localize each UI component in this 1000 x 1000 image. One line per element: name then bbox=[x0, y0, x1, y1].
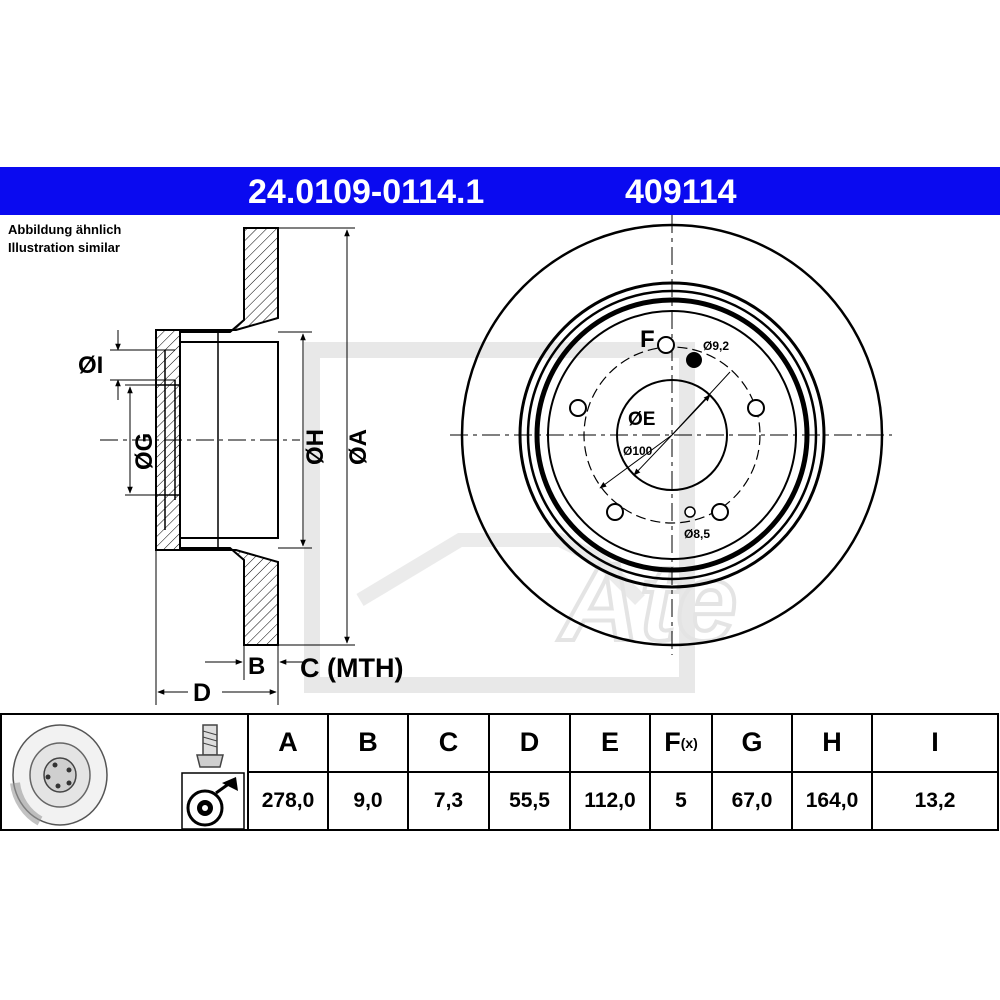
value-e: 112,0 bbox=[584, 789, 636, 812]
col-header-f: F(x) bbox=[650, 713, 712, 772]
value-f: 5 bbox=[675, 789, 687, 812]
col-header-c: C bbox=[438, 727, 459, 757]
dim-label-b: B bbox=[248, 653, 265, 680]
brake-disc-icon bbox=[10, 724, 108, 826]
front-label-hole-small: Ø8,5 bbox=[684, 527, 710, 541]
reference-number: 409114 bbox=[625, 173, 737, 211]
col-header-d: D bbox=[519, 727, 540, 757]
front-label-pcd: Ø100 bbox=[623, 444, 653, 458]
value-c: 7,3 bbox=[433, 789, 464, 812]
fastening-icon bbox=[181, 772, 245, 830]
col-header-e: E bbox=[600, 727, 619, 757]
title-bar: 24.0109-0114.1 409114 bbox=[0, 167, 1000, 215]
dim-label-i: ØI bbox=[78, 352, 103, 379]
bolt-hole-2 bbox=[569, 399, 587, 417]
front-label-f: F bbox=[640, 326, 655, 353]
front-label-hole-large: Ø9,2 bbox=[703, 339, 729, 353]
col-header-b: B bbox=[358, 727, 378, 757]
value-d: 55,5 bbox=[509, 789, 550, 812]
bolt-icon bbox=[196, 724, 224, 768]
bolt-hole-5 bbox=[711, 503, 729, 521]
col-header-f-suffix: (x) bbox=[680, 734, 698, 751]
value-i: 13,2 bbox=[914, 789, 956, 812]
value-b: 9,0 bbox=[353, 789, 383, 812]
illustration-note-de: Abbildung ähnlich bbox=[8, 222, 122, 237]
technical-drawing: Ate ØI ØG ØH ØA bbox=[78, 215, 892, 707]
spec-table-grid bbox=[0, 713, 999, 831]
dim-label-d: D bbox=[193, 679, 211, 707]
dim-label-a: ØA bbox=[345, 429, 372, 465]
part-number: 24.0109-0114.1 bbox=[248, 173, 485, 211]
bolt-hole-1 bbox=[657, 336, 675, 354]
locator-hole-small bbox=[684, 506, 696, 518]
value-a: 278,0 bbox=[261, 789, 315, 812]
col-header-a: A bbox=[278, 727, 298, 757]
value-g: 67,0 bbox=[731, 789, 773, 812]
illustration-note-en: Illustration similar bbox=[8, 240, 120, 255]
bolt-hole-4 bbox=[606, 503, 624, 521]
value-h: 164,0 bbox=[805, 789, 859, 812]
spec-table: A B C D E F(x) G H I 278,0 9,0 7,3 55,5 … bbox=[0, 713, 1000, 831]
disc-front-view: F ØE Ø9,2 Ø100 Ø8,5 bbox=[450, 215, 892, 655]
col-header-h: H bbox=[822, 727, 842, 757]
col-header-i: I bbox=[931, 727, 939, 757]
dim-label-g: ØG bbox=[131, 433, 158, 470]
dim-label-h: ØH bbox=[302, 429, 329, 465]
disc-side-section: ØI ØG ØH ØA B C (MTH) D bbox=[78, 227, 403, 707]
front-label-e: ØE bbox=[628, 409, 655, 430]
dim-label-c: C (MTH) bbox=[300, 653, 403, 683]
col-header-g: G bbox=[741, 727, 763, 757]
locator-hole-large bbox=[686, 352, 702, 368]
col-header-f-letter: F bbox=[664, 727, 681, 757]
bolt-hole-3 bbox=[747, 399, 765, 417]
